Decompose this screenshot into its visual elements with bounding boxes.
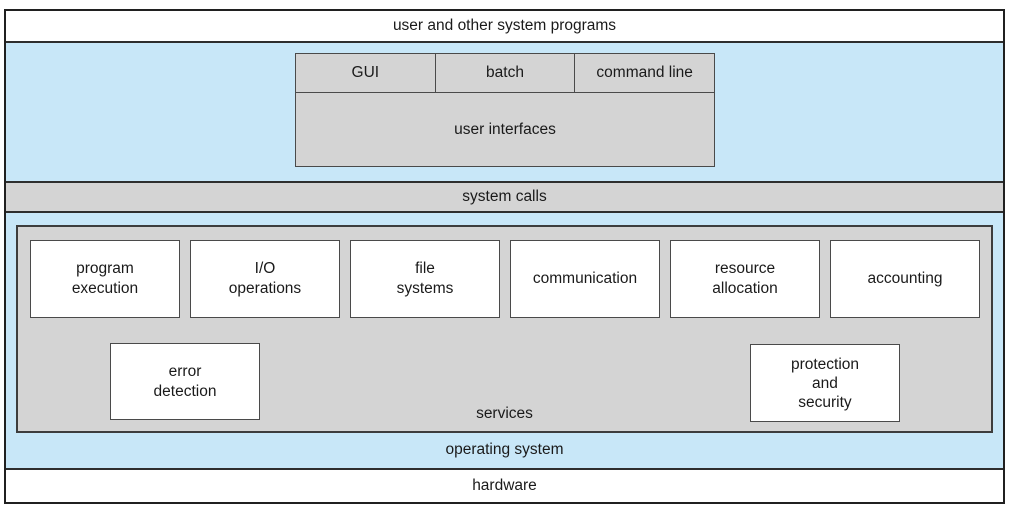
ui-cell-gui: GUI xyxy=(351,64,380,81)
service-box-file-systems: file systems xyxy=(350,240,500,318)
hardware-label: hardware xyxy=(472,477,537,494)
os-lower-region: program execution I/O operations file sy… xyxy=(6,213,1003,468)
system-calls-label: system calls xyxy=(462,188,547,205)
service-box-protection-security: protection and security xyxy=(750,344,900,422)
service-box-error-detection: error detection xyxy=(110,343,260,420)
services-box: program execution I/O operations file sy… xyxy=(16,225,993,433)
service-box-accounting: accounting xyxy=(830,240,980,318)
ui-types-row: GUI batch command line xyxy=(296,54,714,93)
os-upper-region: GUI batch command line user interfaces xyxy=(6,43,1003,181)
service-box-resource-allocation: resource allocation xyxy=(670,240,820,318)
user-programs-label: user and other system programs xyxy=(392,17,617,34)
user-interfaces-box: GUI batch command line user interfaces xyxy=(295,53,715,167)
diagram-frame: user and other system programs GUI batch… xyxy=(4,9,1005,504)
services-label: services xyxy=(476,405,533,422)
operating-system-label: operating system xyxy=(445,441,564,458)
ui-cell-batch: batch xyxy=(434,54,575,92)
service-box-program-execution: program execution xyxy=(30,240,180,318)
service-box-communication: communication xyxy=(510,240,660,318)
ui-cell-command-line: command line xyxy=(574,54,714,92)
hardware-band: hardware xyxy=(6,468,1003,502)
service-box-io-operations: I/O operations xyxy=(190,240,340,318)
user-programs-band: user and other system programs xyxy=(6,11,1003,43)
system-calls-band: system calls xyxy=(6,181,1003,213)
user-interfaces-label: user interfaces xyxy=(454,120,556,138)
